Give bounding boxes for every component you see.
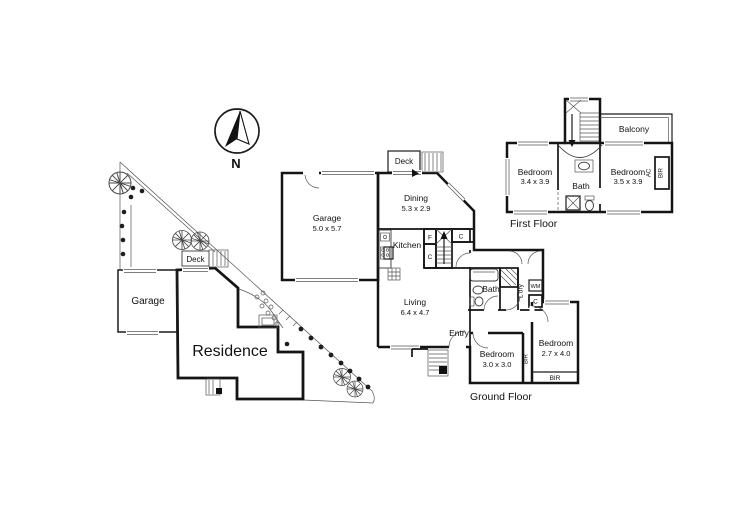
gf-cupboard-c-label: C — [533, 299, 538, 306]
gf-garage-dims: 5.0 x 5.7 — [313, 224, 342, 233]
gf-bedroom1: Bedroom 3.0 x 3.0 — [470, 330, 525, 383]
gf-kitchen-label: Kitchen — [393, 240, 422, 250]
site-residence-label: Residence — [192, 343, 268, 360]
ground-floor-title: Ground Floor — [470, 391, 532, 403]
ff-bedroom2-label: Bedroom — [611, 167, 646, 177]
ff-balcony: Balcony — [600, 113, 673, 143]
ff-interior-walls — [557, 143, 601, 212]
gf-shower — [499, 267, 519, 288]
gf-living-dims: 6.4 x 4.7 — [401, 308, 430, 317]
gf-deck: Deck — [387, 150, 444, 177]
gf-bedroom2-label: Bedroom — [539, 338, 574, 348]
site-plan: Garage Deck — [108, 161, 375, 404]
gf-cupboard-b-label: C — [459, 234, 464, 241]
gf-closets: F C C — [423, 228, 471, 269]
gf-bedroom2-dims: 2.7 x 4.0 — [542, 349, 571, 358]
site-deck: Deck — [181, 249, 229, 273]
ff-outer-walls — [505, 141, 674, 214]
ff-robe: AC BIR — [647, 156, 670, 190]
gf-wm-label: WM — [531, 284, 541, 290]
gf-garage-label: Garage — [313, 213, 342, 223]
gf-kitchen-appliance — [383, 246, 394, 260]
gf-bedroom1-label: Bedroom — [480, 349, 515, 359]
site-porch-steps — [205, 378, 222, 396]
ff-bath-label: Bath — [572, 181, 590, 191]
gf-fridge-label: F — [428, 235, 432, 242]
compass-north-label: N — [231, 156, 240, 171]
gf-laundry-label: L'dry — [518, 283, 525, 298]
ff-balcony-label: Balcony — [619, 124, 650, 134]
site-garage-label: Garage — [131, 296, 165, 307]
gf-entry-label: Entry — [449, 328, 470, 338]
gf-dining-dims: 5.3 x 2.9 — [402, 204, 431, 213]
gf-garage: Garage 5.0 x 5.7 — [280, 170, 380, 283]
ff-bedroom1-label: Bedroom — [518, 167, 553, 177]
site-boundary-diagonal — [119, 161, 375, 404]
ff-stairs — [563, 96, 602, 147]
ff-bedroom1-dims: 3.4 x 3.9 — [521, 177, 550, 186]
site-residence-outline — [175, 266, 305, 401]
ff-ac-label: AC — [647, 168, 653, 177]
gf-bath-label: Bath — [482, 284, 500, 294]
ff-bedroom2-dims: 3.5 x 3.9 — [614, 177, 643, 186]
gf-bir-side-label: BIR — [524, 353, 530, 364]
site-garden-bed — [238, 288, 298, 329]
gf-dining-label: Dining — [404, 193, 428, 203]
first-floor-plan: Balcony Bat — [504, 96, 674, 230]
gf-laundry: L'dry WM C — [505, 279, 543, 311]
site-inner-lines — [126, 172, 216, 268]
site-deck-label: Deck — [186, 255, 205, 264]
gf-entry: Entry — [390, 328, 470, 377]
gf-deck-label: Deck — [395, 157, 414, 166]
gf-stairs — [435, 228, 453, 269]
ff-bath: Bath — [557, 144, 603, 211]
gf-bedroom1-dims: 3.0 x 3.0 — [483, 360, 512, 369]
compass-north-icon: N — [214, 108, 260, 171]
ff-windows — [504, 140, 644, 216]
gf-deck-door-arrow — [412, 169, 419, 177]
gf-bir-rear-label: BIR — [550, 375, 561, 382]
gf-dining-window — [446, 182, 466, 202]
ff-bir-label: BIR — [659, 167, 665, 178]
site-shrubs — [119, 185, 371, 390]
first-floor-title: First Floor — [510, 218, 558, 230]
gf-cupboard-a-label: C — [428, 254, 433, 261]
gf-living-label: Living — [404, 297, 426, 307]
site-garage: Garage — [117, 267, 178, 335]
ground-floor-plan: Garage 5.0 x 5.7 Deck — [280, 150, 580, 403]
gf-bedroom2: Bedroom 2.7 x 4.0 BIR — [529, 299, 578, 383]
